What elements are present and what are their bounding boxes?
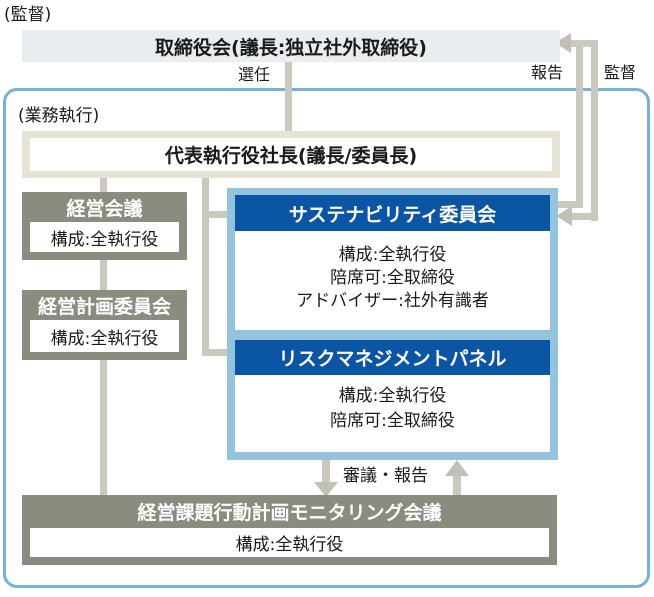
deliberation-down-arrow-shaft bbox=[322, 460, 330, 483]
committees-container: サステナビリティ委員会 構成:全執行役 陪席可:全取締役 アドバイザー:社外有識… bbox=[227, 188, 558, 460]
management-meeting-title: 経営会議 bbox=[66, 197, 143, 220]
monitoring-meeting-box: 経営課題行動計画モニタリング会議 構成:全執行役 bbox=[22, 495, 557, 565]
connector-committee-trunk-line bbox=[202, 178, 209, 356]
management-meeting-composition: 構成:全執行役 bbox=[30, 222, 179, 252]
management-meeting-box: 経営会議 構成:全執行役 bbox=[22, 192, 187, 260]
monitoring-meeting-title: 経営課題行動計画モニタリング会議 bbox=[137, 502, 442, 524]
management-planning-committee-title: 経営計画委員会 bbox=[37, 295, 171, 318]
sustainability-committee-header: サステナビリティ委員会 bbox=[235, 195, 550, 231]
sustainability-committee-line-1: 構成:全執行役 bbox=[338, 245, 447, 265]
risk-management-panel-body: 構成:全執行役 陪席可:全取締役 bbox=[235, 375, 550, 452]
sustainability-committee-line-3: アドバイザー:社外有識者 bbox=[296, 291, 489, 311]
connector-report-vertical bbox=[576, 47, 583, 208]
monitoring-meeting-composition: 構成:全執行役 bbox=[30, 528, 549, 557]
president-box: 代表執行役社長(議長/委員長) bbox=[22, 131, 560, 178]
board-of-directors-box: 取締役会(議長:独立社外取締役) bbox=[22, 30, 560, 62]
connector-appointment-line bbox=[285, 60, 292, 131]
report-label: 報告 bbox=[531, 63, 564, 82]
deliberation-report-label: 審議・報告 bbox=[343, 466, 428, 486]
risk-management-panel-line-1: 構成:全執行役 bbox=[338, 386, 447, 406]
sustainability-committee-body: 構成:全執行役 陪席可:全取締役 アドバイザー:社外有識者 bbox=[235, 231, 550, 330]
supervision-section-label: (監督) bbox=[4, 5, 52, 25]
connector-supervision-vertical bbox=[591, 40, 598, 221]
supervision-right-label: 監督 bbox=[604, 63, 637, 82]
deliberation-down-arrowhead bbox=[314, 482, 338, 497]
risk-management-panel-header: リスクマネジメントパネル bbox=[235, 340, 550, 375]
connector-sustainability-branch bbox=[202, 211, 230, 218]
connector-report-bottom-segment bbox=[558, 201, 583, 208]
management-planning-committee-box: 経営計画委員会 構成:全執行役 bbox=[22, 290, 187, 360]
report-up-arrowhead bbox=[445, 460, 469, 476]
board-of-directors-title: 取締役会(議長:独立社外取締役) bbox=[155, 36, 427, 59]
execution-section-label: (業務執行) bbox=[18, 106, 100, 126]
connector-report-top-segment bbox=[571, 40, 598, 47]
risk-management-panel-line-2: 陪席可:全取締役 bbox=[330, 411, 455, 431]
report-up-arrow-shaft bbox=[453, 475, 461, 495]
supervision-arrowhead-into-committee bbox=[556, 206, 572, 226]
execution-container-frame bbox=[3, 88, 650, 588]
appointment-label: 選任 bbox=[238, 65, 271, 84]
connector-risk-branch bbox=[202, 349, 230, 356]
sustainability-committee-line-2: 陪席可:全取締役 bbox=[330, 268, 455, 288]
management-planning-committee-composition: 構成:全執行役 bbox=[30, 320, 179, 352]
president-title: 代表執行役社長(議長/委員長) bbox=[30, 138, 552, 171]
connector-supervision-bottom-segment bbox=[571, 213, 598, 220]
